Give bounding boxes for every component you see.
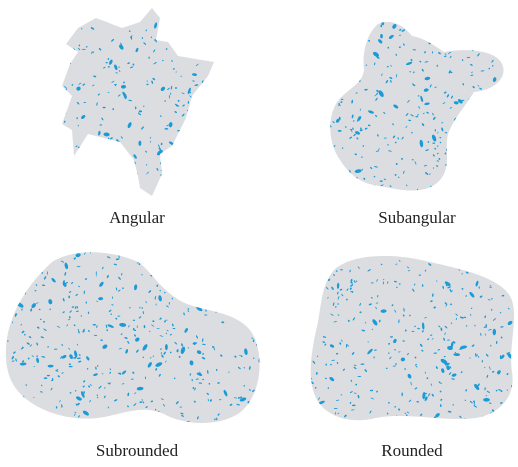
subangular-particle-shape <box>330 21 504 191</box>
angular-particle-shape <box>62 8 214 196</box>
subangular-label: Subangular <box>378 208 456 227</box>
subrounded-speckle-texture <box>5 252 260 424</box>
subrounded-label: Subrounded <box>95 441 179 460</box>
rounded-particle-shape <box>310 255 515 421</box>
rounded-label: Rounded <box>381 441 443 460</box>
subrounded-particle-shape <box>5 252 260 424</box>
angular-label: Angular <box>109 208 165 227</box>
